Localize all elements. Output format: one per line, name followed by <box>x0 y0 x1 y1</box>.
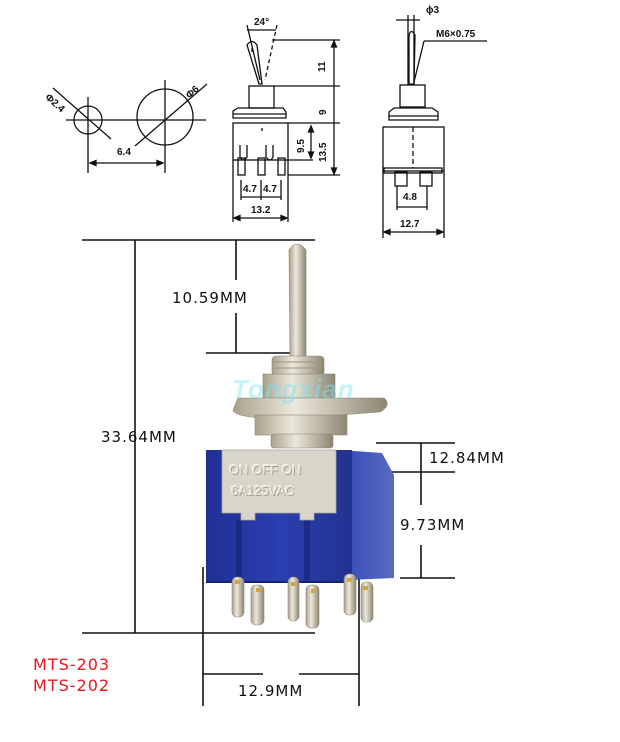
lever-length-dimension: 10.59MM <box>172 289 248 307</box>
model-list: MTS-203 MTS-202 <box>33 654 110 696</box>
front-pin-pitch-label: 4.8 <box>403 192 417 203</box>
terminal-inner-height-label: 9.5 <box>296 139 307 153</box>
side-body-width-label: 13.2 <box>251 205 271 216</box>
hole-spacing-label: 6.4 <box>117 147 131 158</box>
watermark: Tongxian <box>232 374 355 404</box>
switch-photo <box>206 243 394 629</box>
bushing-height-label: 9 <box>318 109 329 115</box>
front-body-width-label: 12.7 <box>400 219 420 230</box>
pin-pitch-left-label: 4.7 <box>243 184 257 195</box>
pin-pitch-right-label: 4.7 <box>263 184 277 195</box>
body-marking-line2: 6A125VAC <box>231 483 295 498</box>
panel-hole-drawing <box>52 80 208 173</box>
lever-height-label: 11 <box>317 61 328 72</box>
photo-dimension-lines <box>82 239 455 706</box>
lever-diameter-label: ϕ3 <box>426 5 440 16</box>
body-height-label: 13.5 <box>318 142 329 162</box>
model-mts-202: MTS-202 <box>33 676 111 695</box>
bushing-to-body-dimension: 12.84MM <box>429 449 505 467</box>
toggle-angle-label: 24° <box>254 17 270 28</box>
side-view-drawing <box>232 24 340 222</box>
model-mts-203: MTS-203 <box>33 655 111 674</box>
body-width-dimension: 12.9MM <box>238 682 304 700</box>
body-marking-line1: ON OFF ON <box>229 462 302 477</box>
thread-spec-label: M6×0.75 <box>436 29 476 40</box>
total-height-dimension: 33.64MM <box>101 428 177 446</box>
body-height-dimension: 9.73MM <box>400 516 466 534</box>
front-view-drawing <box>382 15 487 238</box>
